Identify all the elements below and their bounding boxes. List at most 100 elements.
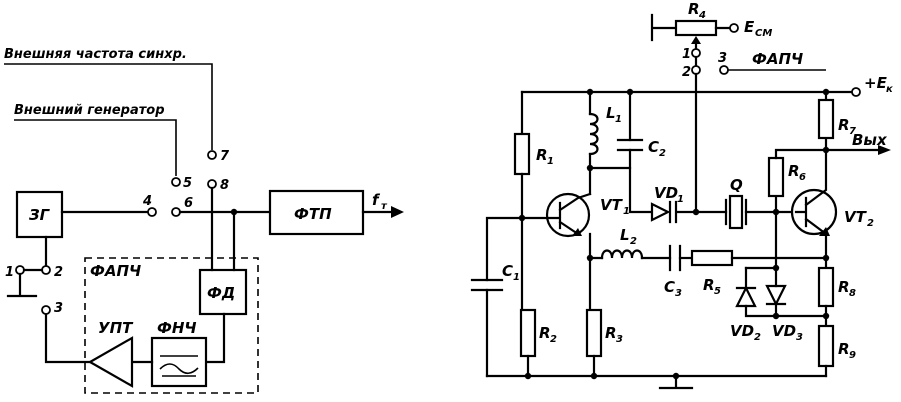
ext-sync-label: Внешняя частота синхр. xyxy=(4,47,187,62)
inductor-l2 xyxy=(600,249,644,260)
transistor-vt2 xyxy=(790,188,838,236)
c3-label: C xyxy=(664,278,675,296)
output-arrow-icon xyxy=(391,206,404,218)
inductor-l1 xyxy=(588,112,599,156)
ext-gen-label: Внешний генератор xyxy=(14,103,165,118)
vt2-label: VT xyxy=(844,208,868,226)
output-arrow-icon-right xyxy=(878,145,891,155)
vd1-cathode xyxy=(668,200,728,224)
terminal-8-label: 8 xyxy=(220,178,229,193)
ecm-label: E xyxy=(744,18,755,36)
ecm-sub: СМ xyxy=(755,28,772,39)
block-fapch-label: ФАПЧ xyxy=(90,262,141,280)
r2-label: R xyxy=(539,324,551,342)
sw-1-label: 1 xyxy=(682,47,691,62)
capacitor-c3 xyxy=(668,244,682,272)
vd3-label: VD xyxy=(772,322,796,340)
terminal-6-label: 6 xyxy=(184,196,193,211)
diode-vd2 xyxy=(735,285,757,308)
terminal-ecm xyxy=(729,23,739,33)
terminal-7 xyxy=(207,150,217,160)
terminal-ek xyxy=(851,87,861,97)
r6-sub: 6 xyxy=(799,172,806,183)
block-upt-label: УПТ xyxy=(98,319,134,337)
block-fnch-label: ФНЧ xyxy=(157,319,197,337)
output-f-label: f xyxy=(372,191,381,209)
resistor-r3 xyxy=(585,308,603,358)
lowpass-filter-icon xyxy=(159,355,199,377)
fd-to-fnch xyxy=(204,312,226,364)
l2-label: L xyxy=(620,226,630,244)
block-zg xyxy=(15,190,64,239)
ek-sub: к xyxy=(886,84,893,95)
r3-sub: 3 xyxy=(616,334,623,345)
block-zg-label: ЗГ xyxy=(29,206,51,224)
ek-label: +E xyxy=(864,74,888,92)
terminal-4 xyxy=(147,207,157,217)
terminal-1-label: 1 xyxy=(5,265,14,280)
terminal-3-label: 3 xyxy=(54,301,63,316)
q-label: Q xyxy=(730,176,743,194)
block-fnch xyxy=(150,336,208,388)
vd1-lead xyxy=(628,166,654,214)
vt1-sub: 1 xyxy=(623,206,630,217)
resistor-r6 xyxy=(767,156,785,198)
c1-label: C xyxy=(502,262,513,280)
block-fd-label: ФД xyxy=(207,284,235,302)
r7-label: R xyxy=(838,116,850,134)
vd2-cathode xyxy=(735,266,757,290)
r6-top-lead xyxy=(774,148,828,160)
capacitor-c2 xyxy=(616,138,644,152)
resistor-r4 xyxy=(674,19,718,37)
r8-sub: 8 xyxy=(849,288,856,299)
vd2-sub: 2 xyxy=(754,332,761,343)
c3-sub: 3 xyxy=(675,288,682,299)
varicap-vd1 xyxy=(650,202,671,222)
output-f-sub: т xyxy=(381,201,388,212)
vt2-emitter-arrow-icon xyxy=(819,227,830,236)
terminal-4-label: 4 xyxy=(142,194,152,209)
r8-label: R xyxy=(838,278,850,296)
switch-terminal-1 xyxy=(691,48,701,58)
ext-sync-line xyxy=(4,63,213,150)
vd3-sub: 3 xyxy=(796,332,803,343)
gnd-dot-3 xyxy=(672,372,680,380)
resistor-r7 xyxy=(817,98,835,140)
wiper-arrow-icon xyxy=(691,36,701,44)
r9-sub: 9 xyxy=(849,350,856,361)
r1-sub: 1 xyxy=(547,156,554,167)
terminal-2 xyxy=(41,265,51,275)
out-label: Вых xyxy=(852,131,888,149)
diode-vd3 xyxy=(765,284,787,307)
terminal-7-label: 7 xyxy=(220,149,230,164)
resistor-r2 xyxy=(519,308,537,358)
terminal-6 xyxy=(171,207,181,217)
vd1-label: VD xyxy=(654,184,678,202)
r8r9-dot xyxy=(822,312,830,320)
capacitor-c1 xyxy=(470,278,504,292)
terminal-2-label: 2 xyxy=(54,265,63,280)
vt1-emitter-arrow-icon xyxy=(572,228,582,236)
block-ftp-label: ФТП xyxy=(294,205,332,223)
r3-label: R xyxy=(605,324,617,342)
resistor-r1 xyxy=(513,132,531,176)
c1-top-lead xyxy=(485,216,524,282)
terminal-1 xyxy=(15,265,25,275)
r4-label: R xyxy=(688,0,700,18)
vt1-leads xyxy=(520,192,592,236)
upt-to-terminal-3 xyxy=(44,312,92,364)
r6-label: R xyxy=(788,162,800,180)
vd2-label: VD xyxy=(730,322,754,340)
sw-2-label: 2 xyxy=(682,65,691,80)
resistor-r5 xyxy=(690,249,734,267)
r9-label: R xyxy=(838,340,850,358)
vt2-sub: 2 xyxy=(867,218,874,229)
vt2-leads xyxy=(794,90,828,236)
vd2-bottom-lead xyxy=(744,304,778,318)
c2-sub: 2 xyxy=(659,148,666,159)
transistor-vt1 xyxy=(545,192,591,238)
ext-gen-line xyxy=(14,119,177,176)
switch-terminal-2 xyxy=(691,65,701,75)
